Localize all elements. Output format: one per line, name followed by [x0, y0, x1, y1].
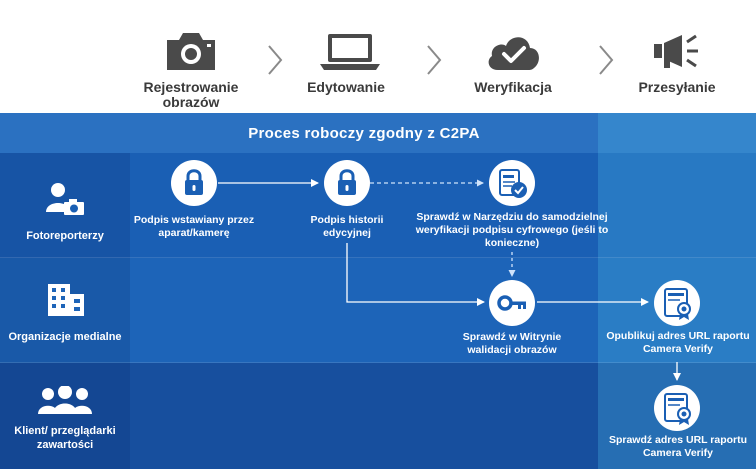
stage-label-verify: Weryfikacja [474, 79, 552, 95]
verify-document-icon [499, 169, 527, 198]
step-edit-history: Podpis historii edycyjnej [310, 214, 384, 239]
lane-label-photographers: Fotoreporterzy [26, 230, 104, 242]
stage-label-edit: Edytowanie [307, 79, 385, 95]
camera-signature-node [171, 160, 217, 206]
lane-photographers [0, 153, 756, 258]
certificate-icon [664, 393, 691, 425]
certificate-icon [664, 288, 691, 320]
lock-icon [338, 169, 356, 195]
photographer-icon [46, 183, 84, 215]
lane-media [0, 258, 756, 363]
check-report-node [654, 385, 700, 431]
lane-divider [0, 362, 756, 363]
key-icon [497, 295, 526, 311]
arrow-edit-to-site [346, 243, 485, 306]
stage-label-capture: Rejestrowanie obrazów [143, 79, 239, 110]
step-camera-signature: Podpis wstawiany przez aparat/kamerę [133, 214, 255, 239]
lane-label-clients: Klient/ przeglądarki zawartości [14, 425, 116, 451]
cloud-check-icon [488, 37, 539, 70]
verify-tool-node [489, 160, 535, 206]
laptop-icon [320, 34, 380, 70]
chevron-right-icon [427, 45, 442, 75]
camera-icon [167, 33, 215, 70]
lane-clients [0, 363, 756, 469]
building-icon [48, 284, 84, 316]
lane-divider [0, 257, 756, 258]
step-check-report: Sprawdź adres URL raportu Camera Verify [608, 434, 748, 459]
lock-icon [185, 169, 203, 195]
workflow-banner-title: Proces roboczy zgodny z C2PA [248, 125, 480, 142]
step-publish-report: Opublikuj adres URL raportu Camera Verif… [606, 330, 750, 355]
lane-label-media: Organizacje medialne [8, 331, 122, 343]
banner-band [0, 113, 756, 153]
step-validation-site: Sprawdź w Witrynie walidacji obrazów [462, 331, 562, 356]
edit-history-node [324, 160, 370, 206]
validation-site-node [489, 280, 535, 326]
publish-report-node [654, 280, 700, 326]
chevron-right-icon [268, 45, 283, 75]
megaphone-icon [654, 34, 698, 68]
stage-label-share: Przesyłanie [638, 79, 716, 95]
users-group-icon [38, 386, 92, 414]
step-verify-tool: Sprawdź w Narzędziu do samodzielnej wery… [415, 211, 609, 249]
chevron-right-icon [599, 45, 614, 75]
